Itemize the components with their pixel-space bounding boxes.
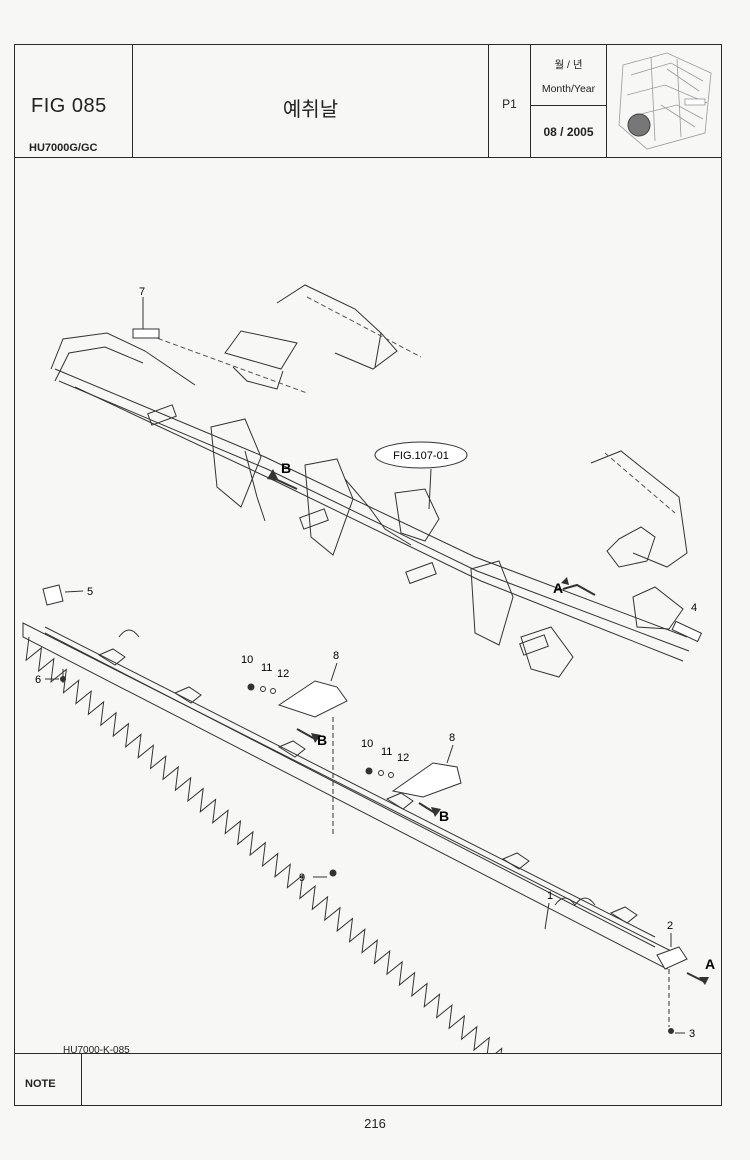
date-cell: 월 / 년 Month/Year 08 / 2005 (531, 45, 607, 157)
svg-text:10: 10 (241, 654, 253, 666)
model-code: HU7000G/GC (29, 142, 98, 154)
callout-part-2: 2 (656, 920, 688, 1027)
exploded-view-drawing: 7 4 FIG.107-01 A B (15, 157, 721, 1094)
callout-part-6: 6 (35, 669, 66, 686)
note-label: NOTE (25, 1078, 56, 1090)
svg-text:12: 12 (277, 668, 289, 680)
parts-diagram: 7 4 FIG.107-01 A B (22, 284, 715, 1094)
figure-code: HU7000-K-085 (63, 1045, 130, 1056)
page-cell: P1 (489, 45, 531, 157)
view-marker-b-lower-1: B (296, 728, 327, 748)
view-marker-b-lower-2: B (418, 802, 449, 824)
header-table: FIG 085 HU7000G/GC 예취날 P1 월 / 년 Month/Ye… (15, 45, 721, 158)
svg-text:7: 7 (139, 286, 145, 298)
page-title: 예취날 (282, 99, 339, 121)
note-row: NOTE (15, 1053, 721, 1106)
view-marker-a-lower: A (686, 956, 715, 985)
bracket-plate-right (606, 526, 656, 568)
svg-text:B: B (439, 808, 449, 824)
svg-text:1: 1 (547, 890, 553, 902)
callout-part-9: 9 (299, 869, 337, 884)
month-year-english: Month/Year (541, 83, 596, 95)
bracket-plate-left (224, 330, 298, 370)
svg-text:8: 8 (333, 650, 339, 662)
svg-text:FIG.107-01: FIG.107-01 (393, 450, 449, 462)
svg-text:11: 11 (261, 662, 272, 674)
svg-text:A: A (705, 956, 715, 972)
page-code: P1 (502, 97, 517, 111)
svg-text:12: 12 (397, 752, 409, 764)
month-year-korean: 월 / 년 (554, 59, 583, 71)
callout-part-1: 1 (544, 890, 553, 930)
svg-text:8: 8 (449, 732, 455, 744)
callout-group-upper: 10 11 12 8 (241, 650, 348, 837)
issue-date: 08 / 2005 (543, 125, 594, 139)
view-marker-b-upper: B (267, 460, 298, 490)
callout-group-lower: 10 11 12 8 (361, 732, 462, 798)
parts-sheet: FIG 085 HU7000G/GC 예취날 P1 월 / 년 Month/Ye… (14, 44, 722, 1106)
note-label-cell: NOTE (15, 1054, 82, 1106)
svg-text:B: B (317, 732, 327, 748)
view-marker-a-upper: A (553, 577, 596, 596)
callout-part-5: 5 (42, 584, 93, 606)
callout-bolt-7: 7 (132, 286, 160, 339)
reference-callout: FIG.107-01 (374, 441, 468, 510)
svg-text:11: 11 (381, 746, 392, 758)
callout-part-3: 3 (668, 1028, 695, 1040)
svg-text:9: 9 (299, 872, 305, 884)
title-cell: 예취날 (133, 45, 489, 157)
svg-text:B: B (281, 460, 291, 476)
callout-bolt-4: 4 (671, 602, 703, 643)
page-number: 216 (364, 1116, 386, 1131)
svg-text:3: 3 (689, 1028, 695, 1040)
cutter-bar (22, 622, 676, 1094)
fig-cell: FIG 085 HU7000G/GC (15, 45, 133, 157)
svg-text:6: 6 (35, 674, 41, 686)
machine-thumbnail-icon (618, 52, 712, 150)
machine-thumbnail (607, 45, 721, 157)
svg-text:10: 10 (361, 738, 373, 750)
svg-text:5: 5 (87, 586, 93, 598)
svg-text:A: A (553, 580, 563, 596)
svg-text:4: 4 (691, 602, 697, 614)
svg-text:2: 2 (667, 920, 673, 932)
frame-beam-top-line (54, 368, 688, 638)
fig-number: FIG 085 (31, 95, 107, 117)
